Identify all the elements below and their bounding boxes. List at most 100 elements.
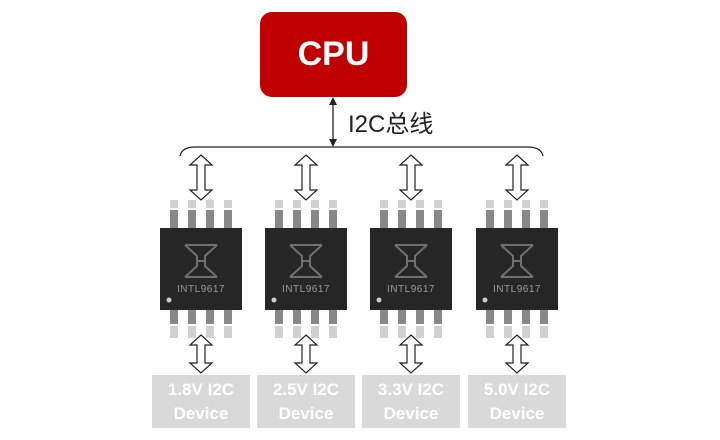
chip-pin <box>293 326 301 338</box>
chip-pin <box>188 210 196 228</box>
chip-pin <box>329 210 337 228</box>
chip-pin <box>224 210 232 228</box>
chip-pin <box>206 326 214 338</box>
device-voltage: 1.8V I2C <box>167 380 235 399</box>
chip-pin <box>224 200 232 208</box>
chip-pin <box>380 326 388 338</box>
chip-pin <box>311 326 319 338</box>
device-voltage: 2.5V I2C <box>272 380 340 399</box>
chip-pin <box>434 310 442 324</box>
chip-body <box>370 228 452 310</box>
chip-pin <box>522 200 530 208</box>
chip-pin <box>540 310 548 324</box>
chip-pin <box>486 200 494 208</box>
chip-pin <box>540 326 548 338</box>
chip-pin <box>206 310 214 324</box>
chip-pin <box>416 310 424 324</box>
chip-pin <box>398 310 406 324</box>
chip-pin <box>224 326 232 338</box>
chip-pin <box>293 310 301 324</box>
level-shifter-chip <box>160 200 242 338</box>
bus-to-chip-arrow-icon <box>504 154 530 201</box>
chip-pin <box>275 210 283 228</box>
chip-pin <box>522 326 530 338</box>
chip-pin <box>522 310 530 324</box>
chip-to-device-arrow-icon <box>293 334 319 374</box>
pin1-dot <box>376 297 382 303</box>
chip-logo-icon <box>394 244 428 278</box>
bus-line <box>179 146 544 157</box>
device-label: Device <box>489 404 545 423</box>
chip-pin <box>329 310 337 324</box>
chip-logo-icon <box>289 244 323 278</box>
device-label: Device <box>383 404 439 423</box>
chip-pin <box>486 210 494 228</box>
device-voltage: 3.3V I2C <box>377 380 445 399</box>
i2c-device-box: 3.3V I2C Device <box>362 375 460 428</box>
chip-to-device-arrow-icon <box>398 334 424 374</box>
chip-pin <box>398 200 406 208</box>
chip-pin <box>504 310 512 324</box>
chip-pin <box>540 210 548 228</box>
chip-pin <box>293 210 301 228</box>
chip-pin <box>434 326 442 338</box>
pin1-dot <box>482 297 488 303</box>
chip-pin <box>486 310 494 324</box>
chip-pin <box>504 210 512 228</box>
chip-pin <box>311 200 319 208</box>
chip-pin <box>188 200 196 208</box>
chip-pin <box>170 200 178 208</box>
chip-pin <box>504 200 512 208</box>
cpu-label: CPU <box>297 35 370 73</box>
level-shifter-chip <box>370 200 452 338</box>
chip-pin <box>311 310 319 324</box>
chip-pin <box>206 210 214 228</box>
chip-pin <box>293 200 301 208</box>
chip-pin <box>380 200 388 208</box>
chip-pin <box>398 326 406 338</box>
chip-pin <box>486 326 494 338</box>
chip-pin <box>416 326 424 338</box>
device-voltage: 5.0V I2C <box>483 380 551 399</box>
chip-pin <box>170 326 178 338</box>
level-shifter-chip <box>265 200 347 338</box>
chip-to-device-arrow-icon <box>504 334 530 374</box>
chip-pin <box>434 200 442 208</box>
chip-body <box>160 228 242 310</box>
arrow-head-up <box>329 97 337 105</box>
chip-pin <box>224 310 232 324</box>
chip-pin <box>504 326 512 338</box>
bus-to-chip-arrow-icon <box>188 154 214 201</box>
chip-part-number: INTL9617 <box>282 284 330 295</box>
arrow-head-down <box>329 139 337 147</box>
chip-logo-icon <box>500 244 534 278</box>
i2c-device-box: 5.0V I2C Device <box>468 375 566 428</box>
chip-body <box>265 228 347 310</box>
pin1-dot <box>271 297 277 303</box>
chip-to-device-arrow-icon <box>188 334 214 374</box>
chip-pin <box>329 200 337 208</box>
chip-body <box>476 228 558 310</box>
chip-logo-icon <box>184 244 218 278</box>
chip-pin <box>275 310 283 324</box>
bus-to-chip-arrow-icon <box>293 154 319 201</box>
chip-pin <box>416 210 424 228</box>
chip-part-number: INTL9617 <box>387 284 435 295</box>
chip-part-number: INTL9617 <box>177 284 225 295</box>
pin1-dot <box>166 297 172 303</box>
device-label: Device <box>278 404 334 423</box>
chip-pin <box>188 326 196 338</box>
chip-pin <box>540 200 548 208</box>
chip-pin <box>275 326 283 338</box>
cpu-block: CPU <box>260 12 407 97</box>
chip-pin <box>170 210 178 228</box>
chip-pin <box>275 200 283 208</box>
chip-pin <box>170 310 178 324</box>
chip-part-number: INTL9617 <box>493 284 541 295</box>
chip-pin <box>398 210 406 228</box>
level-shifter-chip <box>476 200 558 338</box>
chip-pin <box>329 326 337 338</box>
